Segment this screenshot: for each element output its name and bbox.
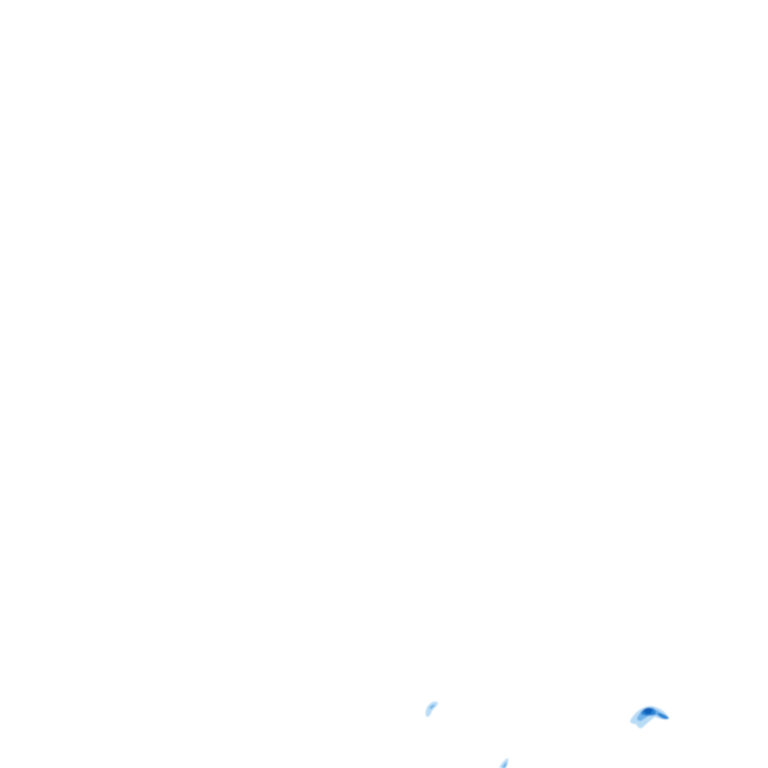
echo-cell-east [630, 706, 669, 729]
echo-small-west [425, 701, 438, 717]
echo-edge-south [499, 758, 509, 768]
